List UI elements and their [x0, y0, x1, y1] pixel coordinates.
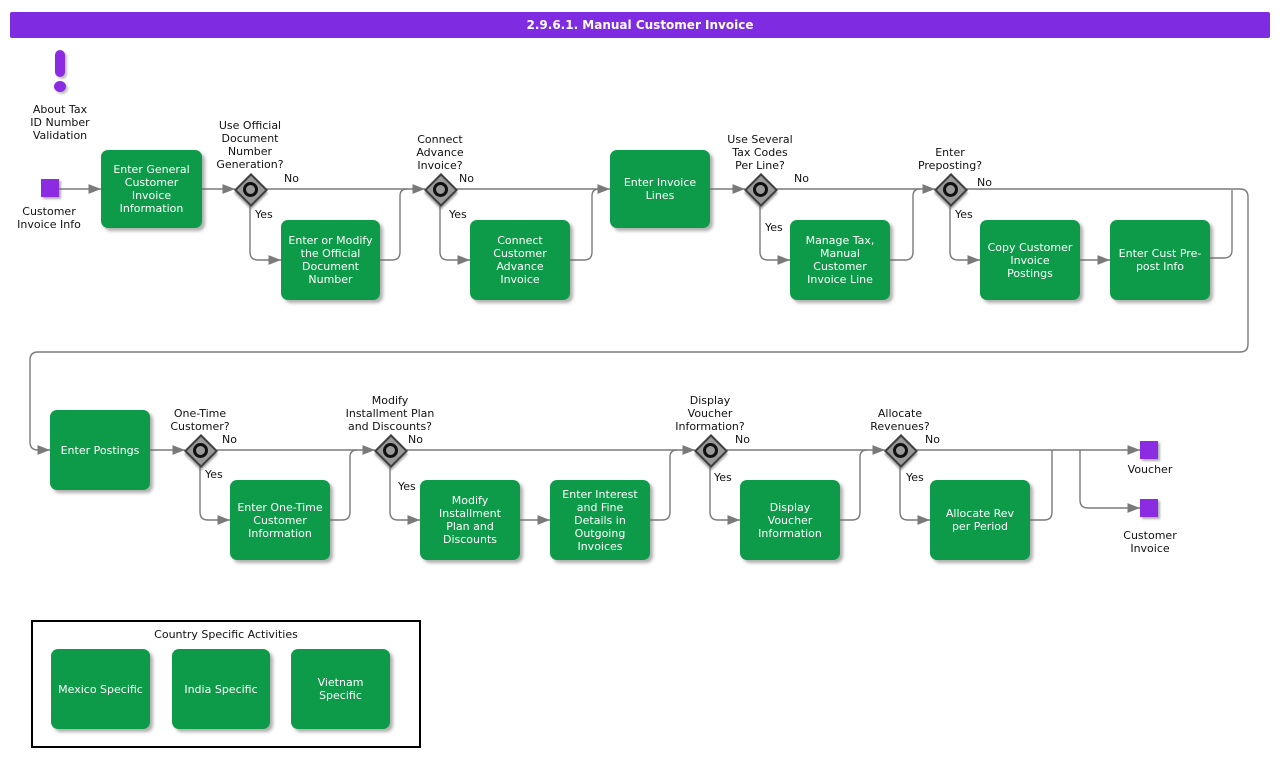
connector-d8-yes: [899, 465, 930, 525]
activity-enter-postings[interactable]: Enter Postings: [50, 410, 150, 490]
connector-d2-yes: [439, 204, 470, 265]
branch-label-no: No: [459, 172, 474, 185]
connector-d3-yes: [759, 204, 790, 265]
decision-icon: [383, 443, 398, 458]
branch-label-no: No: [794, 172, 809, 185]
activity-enter-interest-and-fine-details[interactable]: Enter Interest and Fine Details in Outgo…: [550, 480, 650, 560]
artifact-voucher: [1140, 441, 1158, 459]
diagram-title-bar: 2.9.6.1. Manual Customer Invoice: [10, 12, 1270, 38]
connector-d1-yes: [249, 204, 281, 265]
activity-connect-customer-advance-invoice[interactable]: Connect Customer Advance Invoice: [470, 220, 570, 300]
artifact-voucher-label: Voucher: [1127, 463, 1173, 476]
annotation-label: About Tax ID Number Validation: [30, 103, 90, 142]
decision-icon: [703, 443, 718, 458]
activity-modify-installment-plan-and-discounts[interactable]: Modify Installment Plan and Discounts: [420, 480, 520, 560]
decision-label-several-tax: Use Several Tax Codes Per Line?: [727, 133, 793, 172]
activity-mexico-specific[interactable]: Mexico Specific: [51, 649, 150, 729]
decision-icon: [893, 443, 908, 458]
branch-label-yes: Yes: [955, 208, 973, 221]
decision-label-connect-advance: Connect Advance Invoice?: [416, 133, 464, 172]
branch-label-no: No: [925, 433, 940, 446]
activity-enter-one-time-customer-information[interactable]: Enter One-Time Customer Information: [230, 480, 330, 560]
activity-manage-tax-manual-customer-invoice-line[interactable]: Manage Tax, Manual Customer Invoice Line: [790, 220, 890, 300]
activity-copy-customer-invoice-postings[interactable]: Copy Customer Invoice Postings: [980, 220, 1080, 300]
decision-connect-advance-invoice: [424, 173, 458, 207]
connector-d6-yes: [389, 465, 420, 525]
decision-icon: [243, 182, 258, 197]
connector-cai-return: [570, 188, 600, 261]
decision-use-official-document-number-generation: [234, 173, 268, 207]
decision-label-modify-plan: Modify Installment Plan and Discounts?: [345, 394, 435, 433]
page-title: 2.9.6.1. Manual Customer Invoice: [526, 18, 754, 32]
decision-icon: [753, 182, 768, 197]
decision-label-official-document: Use Official Document Number Generation?: [216, 119, 284, 171]
artifact-customer-invoice-info-label: Customer Invoice Info: [17, 205, 81, 231]
branch-label-yes: Yes: [449, 208, 467, 221]
activity-enter-invoice-lines[interactable]: Enter Invoice Lines: [610, 150, 710, 228]
decision-label-enter-preposting: Enter Preposting?: [917, 146, 983, 172]
connector-d4-no-wrap: [29, 188, 1249, 455]
branch-label-yes: Yes: [906, 471, 924, 484]
decision-label-display-voucher: Display Voucher Information?: [675, 394, 745, 433]
branch-label-yes: Yes: [255, 208, 273, 221]
connector-displayvoucher-return: [840, 449, 868, 521]
connector-d5-yes: [199, 465, 230, 525]
activity-enter-general-customer-invoice-information[interactable]: Enter General Customer Invoice Informati…: [101, 150, 202, 228]
decision-icon: [433, 182, 448, 197]
branch-label-no: No: [222, 433, 237, 446]
decision-enter-preposting: [934, 173, 968, 207]
decision-icon: [193, 443, 208, 458]
decision-icon: [943, 182, 958, 197]
branch-label-yes: Yes: [765, 221, 783, 234]
decision-one-time-customer: [184, 434, 218, 468]
decision-display-voucher-information: [694, 434, 728, 468]
branch-label-no: No: [977, 176, 992, 189]
connector-onetime-return: [330, 449, 358, 521]
connector-odn-return: [380, 188, 408, 261]
decision-allocate-revenues: [884, 434, 918, 468]
decision-modify-installment-plan: [374, 434, 408, 468]
branch-label-yes: Yes: [398, 480, 416, 493]
country-specific-activities-title: Country Specific Activities: [154, 628, 298, 641]
branch-label-yes: Yes: [714, 471, 732, 484]
activity-vietnam-specific[interactable]: Vietnam Specific: [291, 649, 390, 729]
connector-interest-return: [650, 449, 678, 521]
activity-enter-or-modify-official-document-number[interactable]: Enter or Modify the Official Document Nu…: [281, 220, 380, 300]
branch-label-yes: Yes: [205, 468, 223, 481]
connector-d4-yes: [949, 204, 980, 265]
connector-to-customer-invoice: [1079, 450, 1140, 513]
connector-allocrev-return: [1030, 450, 1053, 521]
artifact-customer-invoice: [1140, 499, 1158, 517]
decision-label-one-time: One-Time Customer?: [170, 407, 230, 433]
artifact-customer-invoice-info: [41, 179, 59, 197]
branch-label-no: No: [408, 433, 423, 446]
decision-label-allocate-revenues: Allocate Revenues?: [870, 407, 930, 433]
branch-label-no: No: [735, 433, 750, 446]
activity-india-specific[interactable]: India Specific: [172, 649, 270, 729]
artifact-customer-invoice-label: Customer Invoice: [1123, 529, 1177, 555]
decision-use-several-tax-codes: [744, 173, 778, 207]
activity-allocate-rev-per-period[interactable]: Allocate Rev per Period: [930, 480, 1030, 560]
exclamation-icon-dot: [54, 81, 66, 92]
connector-prepost-return: [1210, 190, 1233, 259]
connector-managetax-return: [890, 188, 921, 261]
branch-label-no: No: [284, 172, 299, 185]
activity-display-voucher-information[interactable]: Display Voucher Information: [740, 480, 840, 560]
activity-enter-cust-pre-post-info[interactable]: Enter Cust Pre-post Info: [1110, 220, 1210, 300]
connector-d7-yes: [709, 465, 740, 525]
exclamation-icon: [55, 50, 65, 77]
